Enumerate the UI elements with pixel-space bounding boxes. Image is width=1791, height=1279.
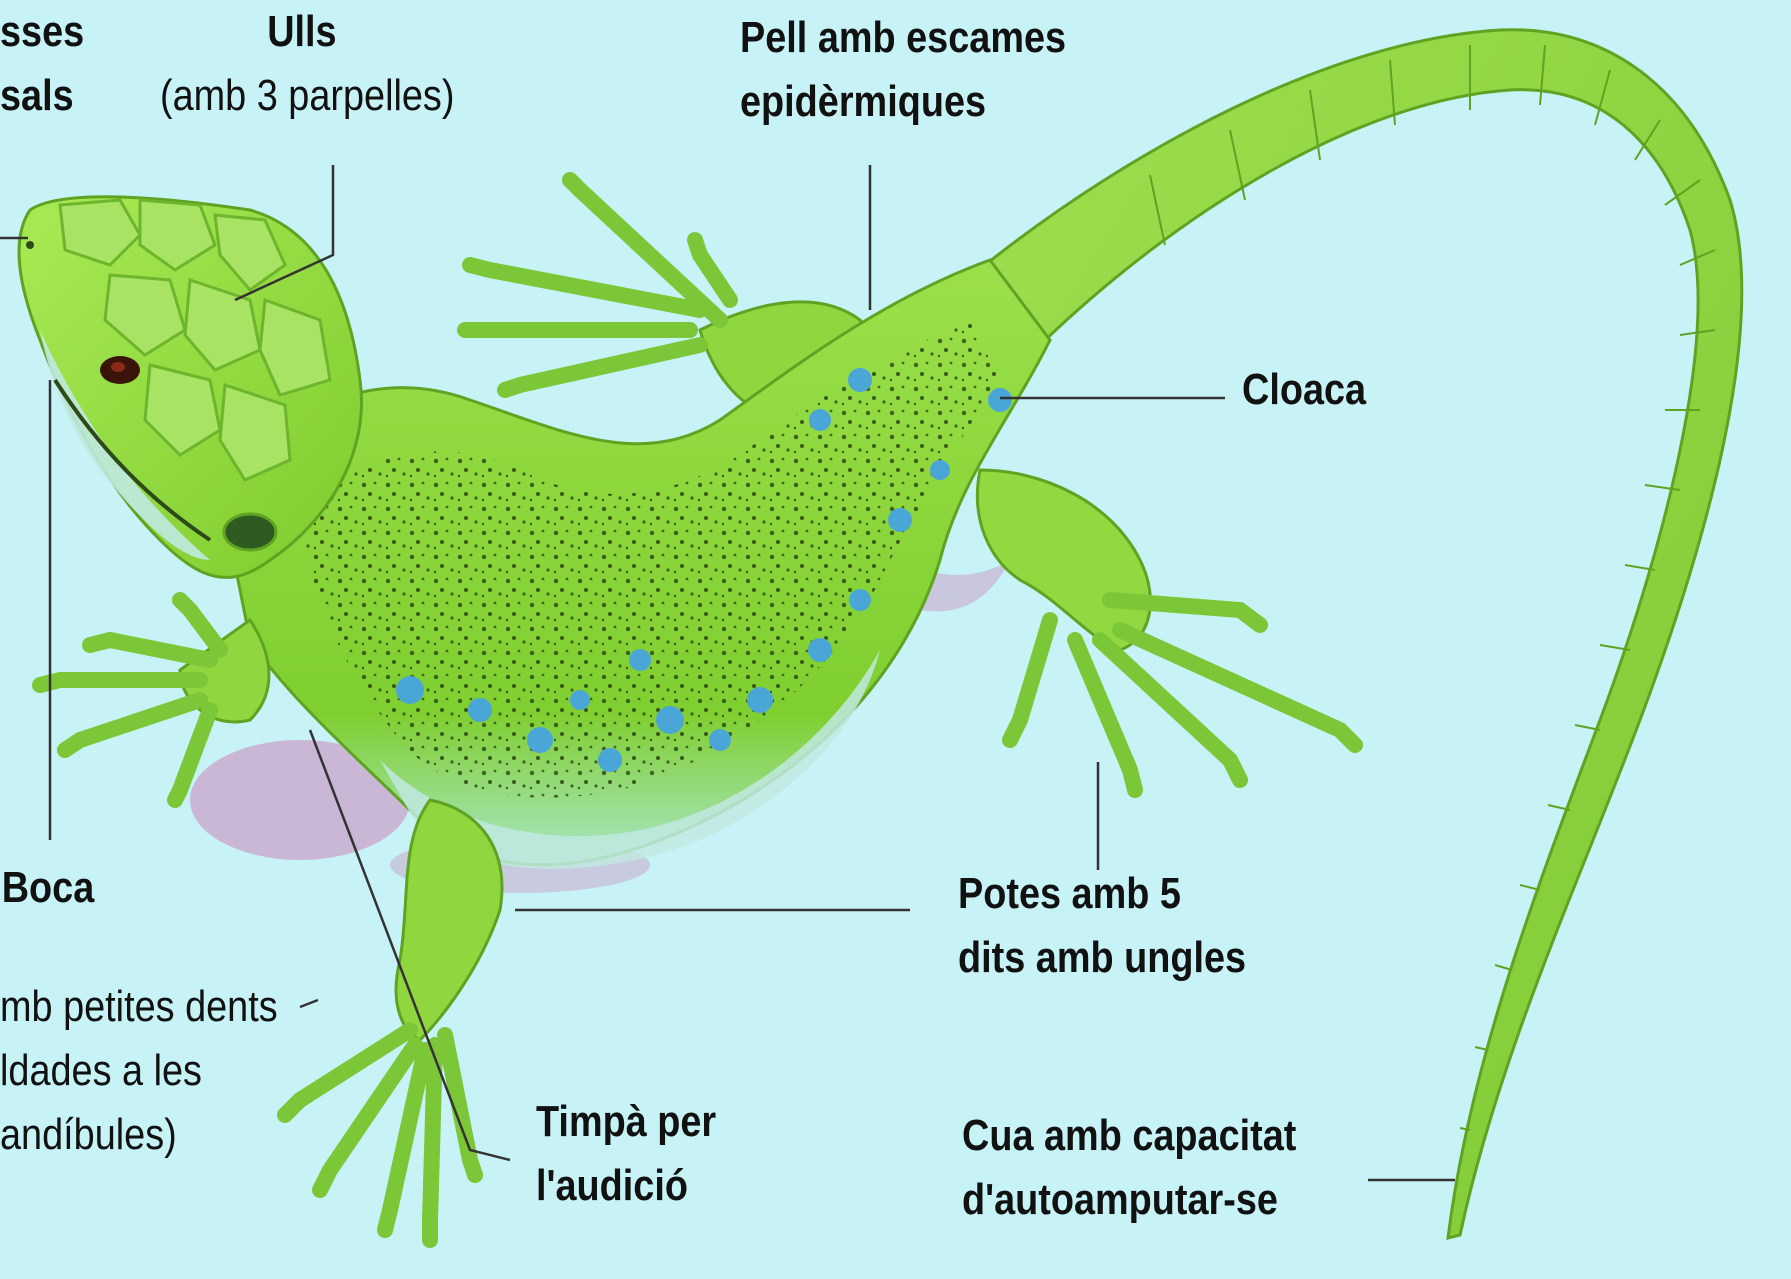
label-eardrum-line1: Timpà per: [536, 1090, 716, 1154]
label-eyes-title: Ulls: [160, 0, 444, 64]
label-nostrils: sses sals: [0, 0, 84, 128]
eye-icon: [100, 356, 140, 384]
label-nostrils-line2: sals: [0, 64, 84, 128]
label-skin-line1: Pell amb escames: [740, 6, 1066, 70]
nostril-icon: [26, 241, 34, 249]
label-cloaca: Cloaca: [1242, 358, 1366, 422]
label-eyes-subtitle: (amb 3 parpelles): [160, 64, 444, 128]
label-mouth: Boca: [0, 856, 94, 920]
label-mouth-line3: andíbules): [0, 1103, 278, 1167]
label-skin: Pell amb escames epidèrmiques: [740, 6, 1066, 134]
label-legs: Potes amb 5 dits amb ungles: [958, 862, 1246, 990]
label-legs-line2: dits amb ungles: [958, 926, 1246, 990]
label-tail-line1: Cua amb capacitat: [962, 1104, 1296, 1168]
label-tail: Cua amb capacitat d'autoamputar-se: [962, 1104, 1296, 1232]
label-eardrum: Timpà per l'audició: [536, 1090, 716, 1218]
eardrum-icon: [224, 514, 276, 550]
label-eardrum-line2: l'audició: [536, 1154, 716, 1218]
label-mouth-detail: mb petites dents ldades a les andíbules): [0, 975, 278, 1167]
label-skin-line2: epidèrmiques: [740, 70, 1066, 134]
label-mouth-title: Boca: [2, 856, 95, 920]
label-cloaca-title: Cloaca: [1242, 358, 1366, 422]
label-eyes: Ulls (amb 3 parpelles): [160, 0, 444, 128]
label-mouth-line1: mb petites dents: [0, 975, 278, 1039]
label-legs-line1: Potes amb 5: [958, 862, 1246, 926]
lizard-head: [19, 197, 361, 578]
label-nostrils-line1: sses: [0, 0, 84, 64]
label-mouth-line2: ldades a les: [0, 1039, 278, 1103]
label-tail-line2: d'autoamputar-se: [962, 1168, 1296, 1232]
lizard-hind-leg-right: [977, 470, 1355, 790]
